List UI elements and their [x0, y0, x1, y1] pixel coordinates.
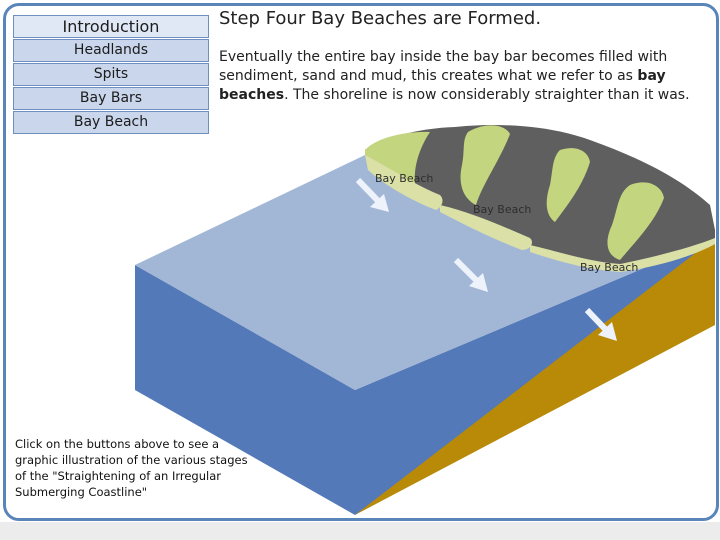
bay-beach-2 — [440, 205, 533, 250]
description-bold-term: bay beaches — [219, 68, 666, 103]
instruction-text: Click on the buttons above to see a grap… — [15, 437, 248, 499]
stage-nav: Introduction Headlands Spits Bay Bars Ba… — [13, 15, 209, 135]
bay-beach-label-2: Bay Beach — [473, 203, 531, 216]
wave-arrow-2 — [453, 257, 488, 292]
nav-button-bay-bars[interactable]: Bay Bars — [13, 87, 209, 110]
land-ridge-1 — [365, 131, 430, 198]
nav-button-introduction[interactable]: Introduction — [13, 15, 209, 38]
bay-beach-label-1: Bay Beach — [375, 172, 433, 185]
wave-arrow-1 — [355, 177, 389, 212]
page-title: Step Four Bay Beaches are Formed. — [219, 8, 542, 29]
nav-button-spits[interactable]: Spits — [13, 63, 209, 86]
bay-beach-label-3: Bay Beach — [580, 261, 638, 274]
bottom-strip — [0, 522, 720, 540]
bay-beach-3 — [530, 238, 715, 272]
seabed-slope — [355, 238, 715, 515]
land-ridge-2 — [460, 125, 510, 205]
bay-beach-1 — [365, 155, 443, 210]
water-front-face — [135, 265, 355, 515]
land-ridge-4 — [607, 182, 664, 260]
wave-arrow-3 — [584, 307, 617, 341]
description-part-1: Eventually the entire bay inside the bay… — [219, 49, 668, 84]
description-part-2: . The shoreline is now considerably stra… — [284, 87, 690, 103]
land-ridge-3 — [546, 148, 590, 222]
description-text: Eventually the entire bay inside the bay… — [219, 48, 697, 105]
nav-button-headlands[interactable]: Headlands — [13, 39, 209, 62]
nav-button-bay-beach[interactable]: Bay Beach — [13, 111, 209, 134]
